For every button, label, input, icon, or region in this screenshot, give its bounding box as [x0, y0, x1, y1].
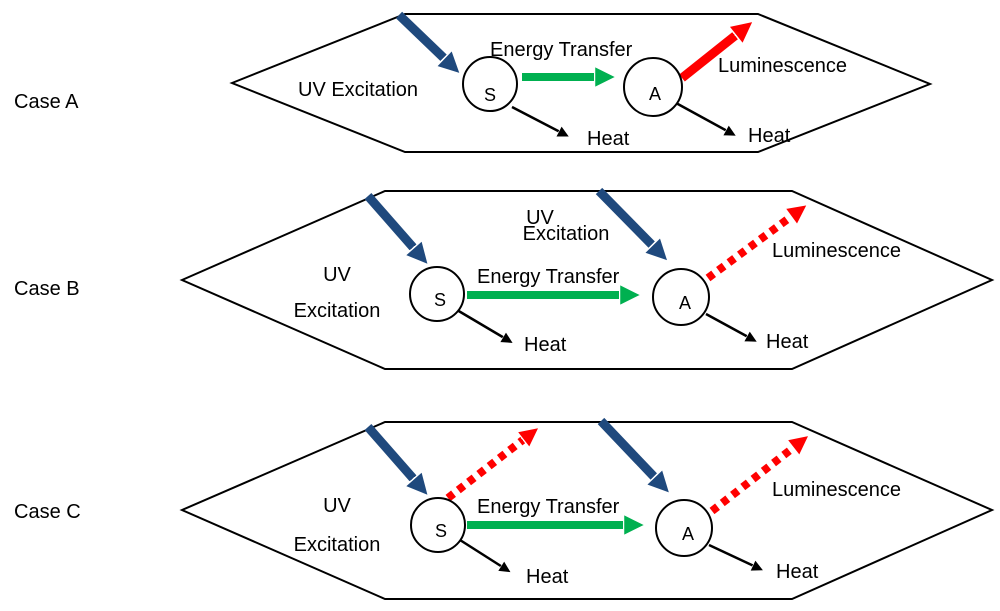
heat-label-a: Heat [766, 331, 809, 353]
case-a: Case A S A UV Excitation Energy Transfer… [14, 11, 933, 153]
crystal-outline [229, 13, 933, 153]
heat-label-s: Heat [526, 566, 569, 588]
uv-excitation-label-line1: UV [323, 495, 351, 517]
luminescence-label: Luminescence [772, 479, 901, 501]
luminescence-arrow-s [445, 436, 528, 502]
uv-excitation-arrow-s [364, 424, 418, 484]
luminescence-label: Luminescence [772, 240, 901, 262]
crystal-outline [179, 190, 995, 370]
case-label: Case C [14, 501, 81, 523]
heat-label-a: Heat [776, 561, 819, 583]
uv-excitation-arrow-s [364, 193, 418, 253]
heat-arrow-a [675, 101, 729, 132]
uv-excitation-label-a-line1: UV [526, 207, 554, 229]
uv-excitation-arrow-a [597, 417, 659, 482]
node-label-s: S [434, 290, 446, 310]
luminescence-label: Luminescence [718, 55, 847, 77]
uv-excitation-arrow [395, 11, 449, 63]
activator-node: A [623, 57, 683, 117]
uv-excitation-label-line1: UV [323, 264, 351, 286]
node-label-s: S [435, 521, 447, 541]
heat-label-s: Heat [524, 334, 567, 356]
uv-excitation-label-a-line2: Excitation [523, 223, 610, 245]
sensitizer-node: S [462, 56, 518, 112]
case-b: Case B S A UV Excitation UV Excitation E… [14, 187, 995, 370]
heat-arrow-s [456, 308, 506, 339]
heat-arrow-s [511, 105, 562, 133]
luminescence-arrow-a [709, 444, 798, 515]
energy-transfer-label: Energy Transfer [477, 266, 620, 288]
node-label-s: S [484, 85, 496, 105]
heat-label-a: Heat [748, 125, 791, 147]
case-label: Case A [14, 91, 79, 113]
uv-excitation-label-line2: Excitation [294, 534, 381, 556]
heat-arrow-s [459, 538, 504, 568]
sensitizer-node: S [409, 266, 465, 322]
sensitizer-node: S [410, 497, 466, 553]
case-label: Case B [14, 278, 80, 300]
node-label-a: A [679, 293, 691, 313]
energy-transfer-label: Energy Transfer [490, 39, 633, 61]
luminescence-arrow [705, 213, 796, 282]
heat-label-s: Heat [587, 128, 630, 150]
heat-arrow-a [708, 543, 756, 567]
activator-node: A [652, 268, 710, 326]
case-c: Case C S A UV Excitation Energy Transfer… [14, 417, 995, 600]
node-label-a: A [649, 84, 661, 104]
activator-node: A [655, 499, 713, 557]
heat-arrow-a [705, 312, 750, 338]
node-label-a: A [682, 524, 694, 544]
uv-excitation-label-line2: Excitation [294, 300, 381, 322]
crystal-outline [179, 421, 995, 600]
luminescence-arrow [679, 31, 741, 82]
uv-excitation-label: UV Excitation [298, 79, 418, 101]
uv-excitation-arrow-a [595, 187, 657, 250]
energy-transfer-label: Energy Transfer [477, 496, 620, 518]
